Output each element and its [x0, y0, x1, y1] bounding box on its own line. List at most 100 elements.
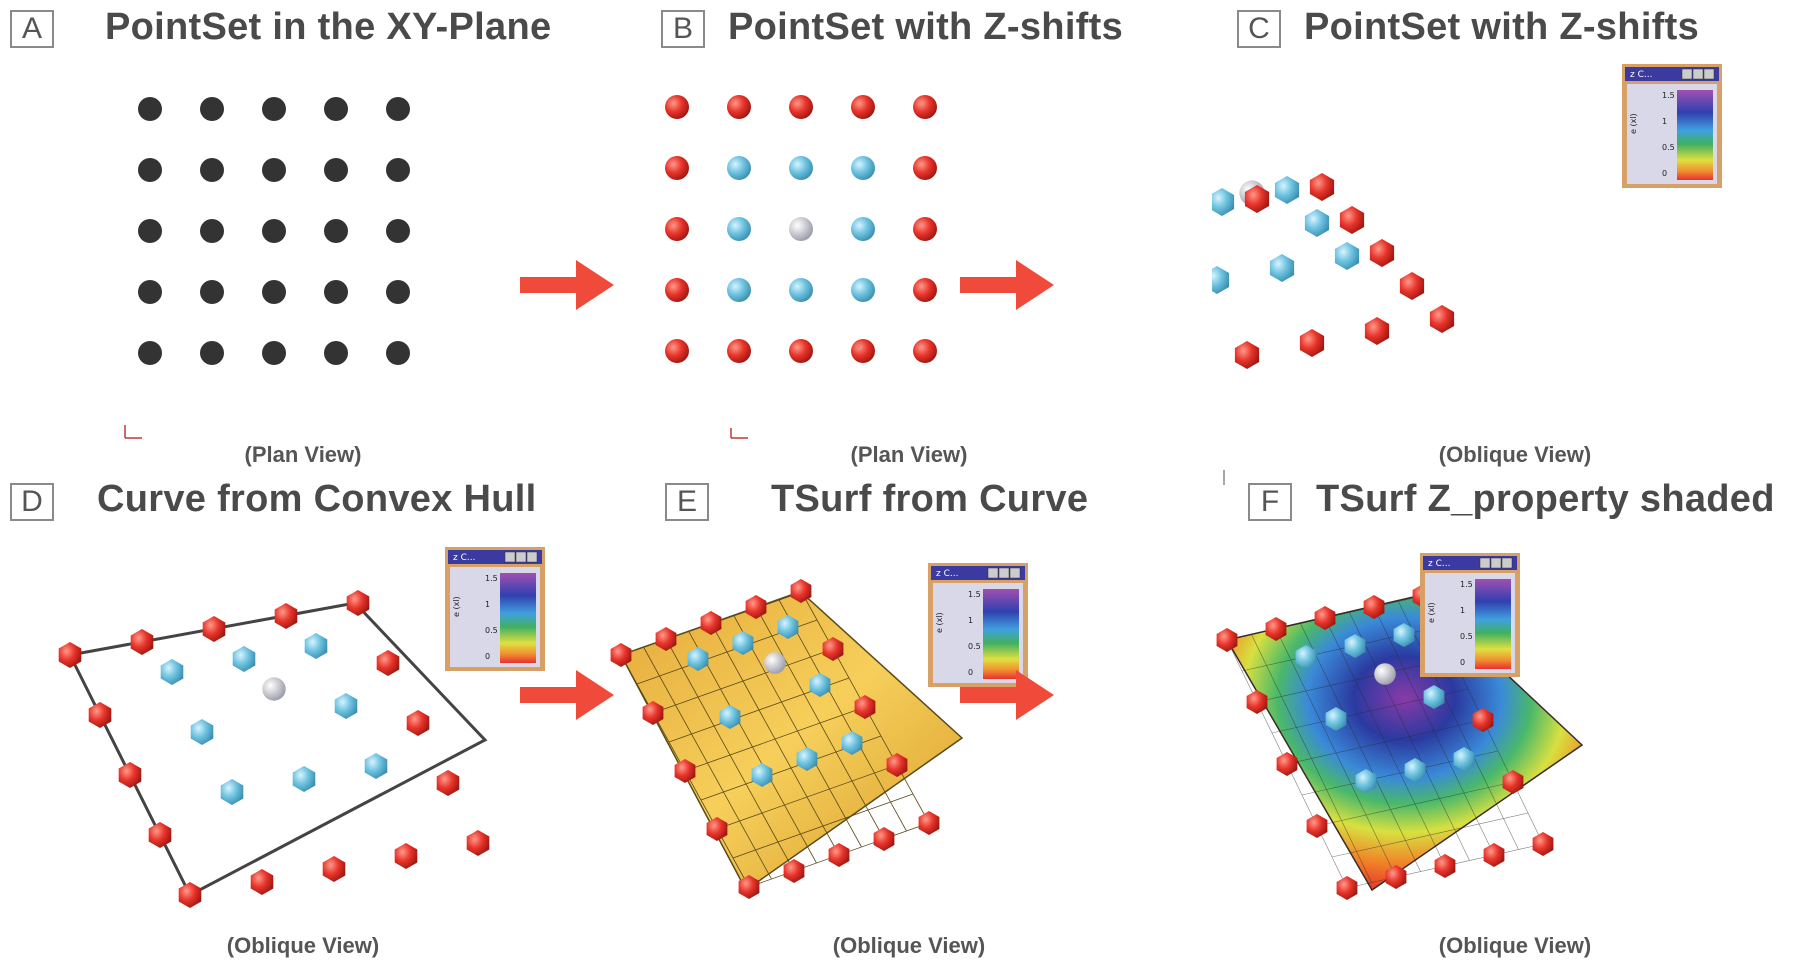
- legend-tick-label: 0.5: [968, 642, 981, 651]
- mesh-edge: [755, 606, 885, 840]
- grid-point: [138, 280, 162, 304]
- edge-point: [727, 95, 751, 119]
- grid-point: [324, 158, 348, 182]
- raised-point: [1212, 266, 1230, 294]
- raised-point: [1269, 254, 1295, 282]
- mesh-edge: [1286, 719, 1484, 765]
- grid-point: [138, 158, 162, 182]
- mesh-edge: [732, 793, 914, 859]
- edge-point: [1299, 329, 1325, 357]
- edge-point: [655, 627, 677, 651]
- axis-triad-icon: [730, 428, 748, 439]
- grid-point: [262, 219, 286, 243]
- raised-point: [796, 747, 818, 771]
- legend-svg: z C... 00.511.5e (xl): [445, 547, 545, 671]
- legend-tick-label: 0.5: [1662, 143, 1675, 152]
- raised-point: [851, 278, 875, 302]
- top-point: [1374, 663, 1396, 685]
- edge-point: [1532, 832, 1554, 856]
- legend-tick-label: 0.5: [1460, 632, 1473, 641]
- edge-point: [913, 156, 937, 180]
- raised-point: [1334, 242, 1360, 270]
- top-point: [789, 217, 813, 241]
- grid-point: [200, 158, 224, 182]
- svg-text:z C...: z C...: [453, 553, 475, 563]
- pointset-zshift-plan-diagram: [665, 95, 937, 439]
- raised-point: [732, 631, 754, 655]
- panel-letter: B: [661, 10, 705, 48]
- raised-point: [841, 731, 863, 755]
- edge-point: [202, 616, 226, 642]
- edge-point: [1369, 239, 1395, 267]
- panel-a: A PointSet in the XY-Plane (Plan View): [0, 0, 606, 485]
- raised-point: [1355, 769, 1377, 793]
- edge-point: [1314, 606, 1336, 630]
- legend-axis-label: e (xl): [935, 612, 944, 633]
- edge-point: [886, 753, 908, 777]
- top-point: [262, 677, 286, 701]
- arrow-right-icon: [520, 670, 614, 720]
- legend-tick-label: 1.5: [485, 574, 498, 583]
- arrow-right-icon: [960, 670, 1054, 720]
- panel-letter: A: [10, 10, 54, 48]
- edge-point: [918, 811, 940, 835]
- hull-curve: [67, 601, 488, 898]
- raised-point: [777, 615, 799, 639]
- panel-title: TSurf from Curve: [771, 478, 1089, 520]
- legend-tick-label: 1.5: [1662, 91, 1675, 100]
- grid-point: [262, 280, 286, 304]
- edge-point: [727, 339, 751, 363]
- grid-point: [138, 341, 162, 365]
- panel-caption: (Oblique View): [1438, 442, 1592, 467]
- edge-point: [665, 278, 689, 302]
- window-maximize-icon: [515, 551, 527, 563]
- window-minimize-icon: [1479, 557, 1491, 569]
- window-maximize-icon: [1692, 68, 1704, 80]
- edge-point: [1385, 865, 1407, 889]
- mesh-edge: [1398, 601, 1519, 850]
- arrow-right-icon: [520, 260, 614, 310]
- edge-point: [700, 611, 722, 635]
- panel-caption: (Oblique View): [832, 933, 986, 958]
- panel-caption: (Oblique View): [226, 933, 380, 958]
- edge-point: [346, 590, 370, 616]
- edge-point: [913, 339, 937, 363]
- grid-point: [262, 341, 286, 365]
- panel-title: Curve from Convex Hull: [97, 478, 537, 520]
- grid-point: [200, 97, 224, 121]
- grid-point: [324, 341, 348, 365]
- raised-point: [292, 766, 316, 792]
- tsurf-points: [610, 579, 940, 899]
- edge-point: [178, 882, 202, 908]
- panel-title: PointSet with Z-shifts: [1304, 6, 1700, 48]
- edge-point: [665, 156, 689, 180]
- edge-point: [789, 339, 813, 363]
- panel-caption: (Plan View): [850, 442, 968, 467]
- grid-point: [138, 219, 162, 243]
- raised-point: [719, 705, 741, 729]
- edge-point: [851, 95, 875, 119]
- raised-point: [687, 647, 709, 671]
- edge-point: [854, 695, 876, 719]
- svg-text:z C...: z C...: [1630, 70, 1652, 80]
- edge-point: [822, 637, 844, 661]
- legend-tick-label: 0: [968, 668, 973, 677]
- tsurf-mesh: [620, 590, 930, 888]
- tsurf-from-curve-diagram: [610, 579, 964, 899]
- edge-point: [1246, 690, 1268, 714]
- convex-hull-curve-diagram: [58, 590, 490, 908]
- grid-point: [386, 219, 410, 243]
- edge-point: [250, 869, 274, 895]
- raised-point: [851, 217, 875, 241]
- window-maximize-icon: [998, 567, 1010, 579]
- edge-point: [88, 702, 112, 728]
- edge-point: [1309, 173, 1335, 201]
- arrow-right-icon: [960, 260, 1054, 310]
- window-minimize-icon: [504, 551, 516, 563]
